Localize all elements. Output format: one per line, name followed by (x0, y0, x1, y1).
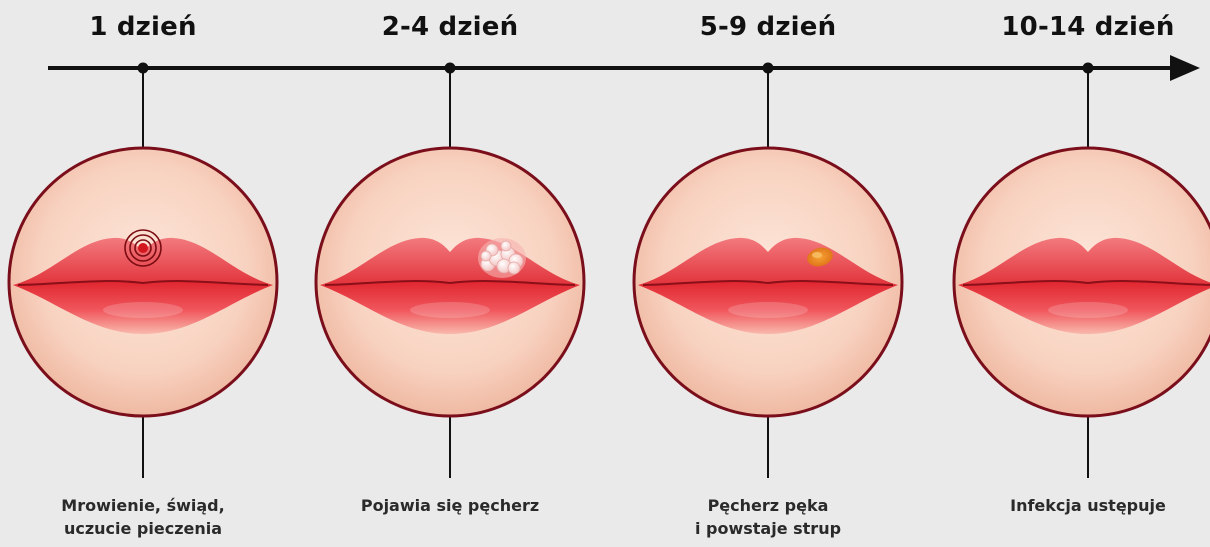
stage-4-caption: Infekcja ustępuje (958, 494, 1210, 517)
stage-2-caption: Pojawia się pęcherz (320, 494, 580, 517)
lip-highlight (1048, 302, 1128, 318)
stage-3-day-label: 5-9 dzień (700, 12, 837, 42)
stage-1 (9, 63, 277, 479)
lip-highlight (103, 302, 183, 318)
tingling-center-icon (138, 243, 148, 253)
stage-1-caption: Mrowienie, świąd, uczucie pieczenia (13, 494, 273, 540)
timeline-dot (1083, 63, 1094, 74)
stage-2-day-label: 2-4 dzień (382, 12, 519, 42)
timeline-dot (763, 63, 774, 74)
blister-icon (508, 262, 520, 274)
lip-highlight (728, 302, 808, 318)
blister-icon (481, 251, 491, 261)
stage-3 (634, 63, 902, 479)
stage-2 (316, 63, 584, 479)
timeline-dot (138, 63, 149, 74)
scab-highlight (812, 252, 822, 258)
lip-highlight (410, 302, 490, 318)
timeline-dot (445, 63, 456, 74)
stage-1-day-label: 1 dzień (89, 12, 196, 42)
stage-4-day-label: 10-14 dzień (1001, 12, 1174, 42)
stage-4 (954, 63, 1210, 479)
stage-3-caption: Pęcherz pęka i powstaje strup (638, 494, 898, 540)
timeline-arrowhead (1170, 55, 1200, 81)
blister-icon (501, 241, 511, 251)
